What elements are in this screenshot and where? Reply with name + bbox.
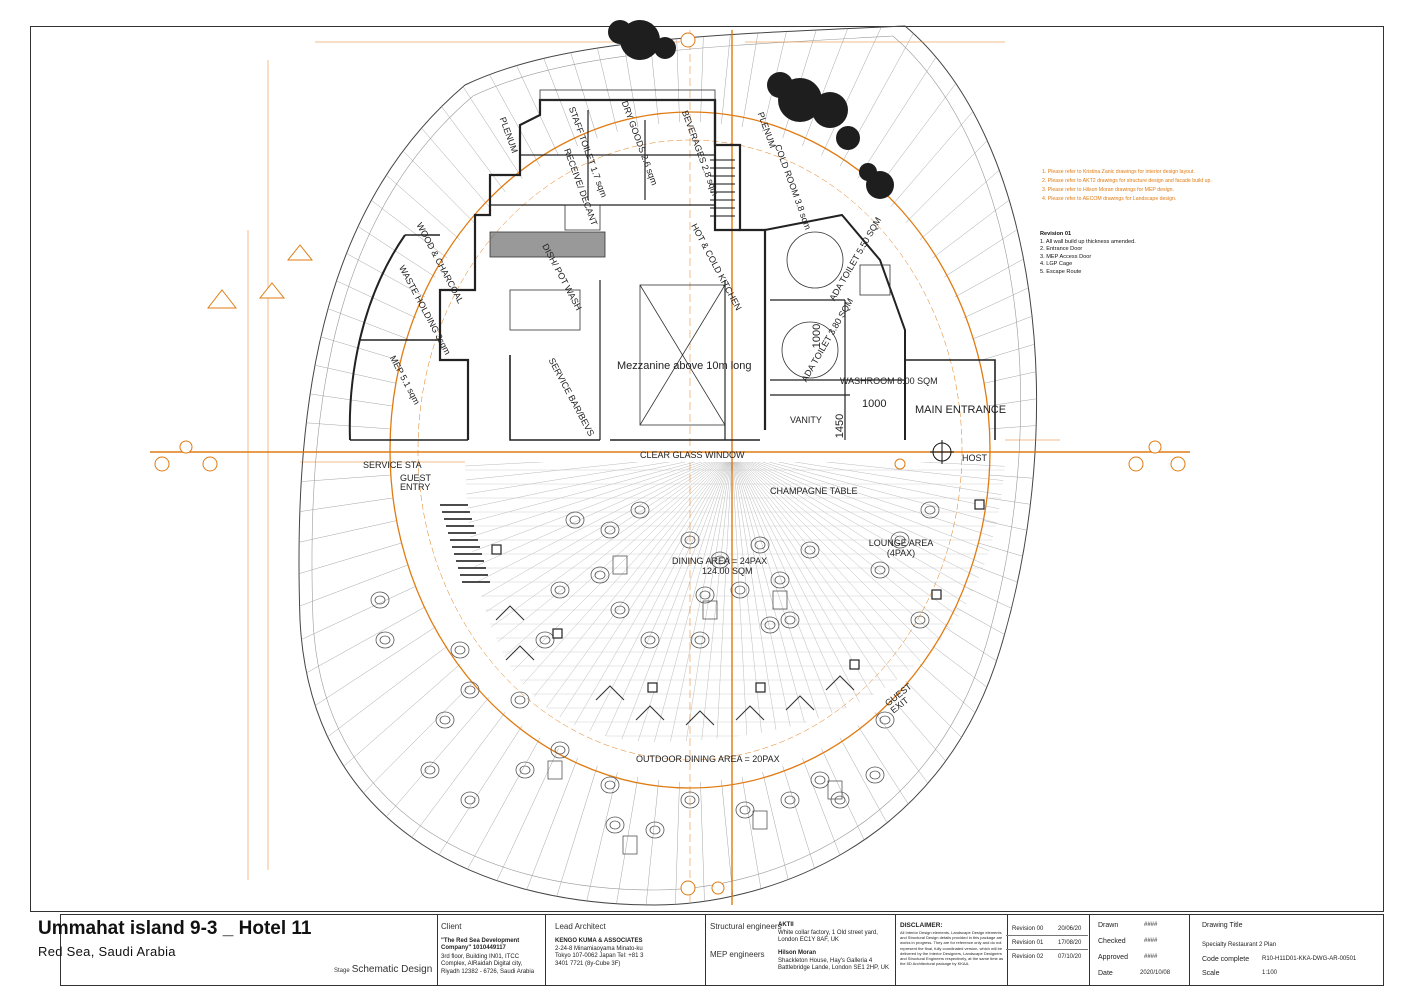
- label-dining-area: 124.00 SQM: [702, 566, 753, 576]
- label-washroom: WASHROOM 8.00 SQM: [840, 376, 938, 386]
- revision-00: Revision 00: [1012, 926, 1044, 932]
- note-1: 1. Please refer to Kristina Zanic drawin…: [1042, 169, 1195, 175]
- stair: [710, 159, 735, 217]
- code-label: Code complete: [1202, 956, 1250, 963]
- lead-architect-name: KENGO KUMA & ASSOCIATES: [555, 938, 643, 944]
- mep-label: MEP engineers: [710, 950, 765, 959]
- lead-architect-address: 2-24-8 Minamiaoyama Minato-ku Tokyo 107-…: [555, 946, 644, 967]
- dining-furniture: [370, 501, 940, 855]
- note-3: 3. Please refer to Hilson Moran drawings…: [1042, 187, 1174, 193]
- note-4: 4. Please refer to AECOM drawings for La…: [1042, 196, 1177, 202]
- revision-note-3: 3. MEP Access Door: [1040, 253, 1092, 260]
- drawn-label: Drawn: [1098, 922, 1119, 929]
- revision-00-date: 20/06/20: [1058, 926, 1082, 932]
- deck-boundary: [298, 25, 1037, 906]
- revision-note-2: 2. Entrance Door: [1040, 246, 1083, 252]
- dining-floor-hatch: [465, 462, 1005, 742]
- drawn-value: ####: [1144, 922, 1158, 928]
- revision-01-date: 17/08/20: [1058, 940, 1082, 946]
- disclaimer-text: All Interior Design elements, Landscape …: [900, 930, 1004, 967]
- grid-markers: [154, 32, 1186, 896]
- drawing-title-label: Drawing Title: [1202, 922, 1243, 929]
- stage-value: Schematic Design: [351, 964, 433, 975]
- date-value: 2020/10/08: [1140, 970, 1171, 976]
- label-main-entrance: MAIN ENTRANCE: [915, 404, 1007, 416]
- structural-address: White collar factory, 1 Old street yard,…: [778, 930, 878, 944]
- mep-name: Hilson Moran: [778, 950, 817, 956]
- building-walls: [348, 98, 996, 441]
- lead-architect-label: Lead Architect: [555, 922, 606, 931]
- project-title: Ummahat island 9-3 _ Hotel 11: [38, 918, 312, 939]
- label-vanity: VANITY: [790, 415, 822, 425]
- landscape-trees: [608, 20, 894, 199]
- dim-1000-vertical: 1000: [811, 323, 824, 349]
- columns: [491, 499, 985, 693]
- code-value: R10-H11D01-KKA-DWG-AR-00501: [1262, 956, 1357, 962]
- label-guest-entry: GUEST ENTRY: [400, 473, 431, 492]
- date-label: Date: [1098, 970, 1113, 977]
- revision-02-date: 07/10/20: [1058, 954, 1082, 960]
- revision-02: Revision 02: [1012, 954, 1044, 960]
- label-clear-glass-window: CLEAR GLASS WINDOW: [640, 450, 745, 460]
- reference-notes: 1. Please refer to Kristina Zanic drawin…: [1042, 168, 1232, 204]
- label-service-station: SERVICE STA: [363, 460, 422, 470]
- host-marker: [930, 440, 954, 464]
- scale-label: Scale: [1202, 970, 1220, 977]
- approved-value: ####: [1144, 954, 1158, 960]
- label-dining: DINING AREA = 24PAX: [672, 556, 768, 566]
- guest-entry-stair: [440, 504, 490, 583]
- checked-value: ####: [1144, 938, 1158, 944]
- dim-1000-horizontal: 1000: [862, 398, 887, 410]
- client-label: Client: [441, 922, 462, 931]
- label-lounge: LOUNGE AREA (4PAX): [868, 538, 934, 558]
- drawing-frame: [30, 26, 1384, 912]
- revision-01: Revision 01: [1012, 940, 1044, 946]
- client-address: 3rd floor, Building IN01, ITCC Complex, …: [441, 954, 535, 975]
- revision-notes-title: Revision 01: [1040, 231, 1072, 237]
- label-host: HOST: [962, 453, 988, 463]
- client-name: "The Red Sea Development Company" 101044…: [441, 938, 520, 952]
- dim-1450: 1450: [834, 413, 847, 439]
- kitchen-equipment: [489, 89, 891, 426]
- revision-note-1: 1. All wall build up thickness amended.: [1040, 238, 1136, 245]
- title-block: [60, 914, 1384, 986]
- note-2: 2. Please refer to AKT2 drawings for str…: [1042, 178, 1212, 184]
- revision-note-4: 4. LGP Cage: [1040, 261, 1073, 267]
- drawing-title: Specialty Restaurant 2 Plan: [1202, 942, 1277, 948]
- scale-value: 1:100: [1262, 970, 1278, 976]
- label-champagne-table: CHAMPAGNE TABLE: [770, 486, 858, 496]
- mep-address: Shackleton House, Hay's Galleria 4 Battl…: [778, 958, 889, 972]
- revision-notes: Revision 01 1. All wall build up thickne…: [1040, 231, 1180, 276]
- structural-label: Structural engineers: [710, 922, 782, 931]
- label-outdoor-dining: OUTDOOR DINING AREA = 20PAX: [636, 754, 780, 764]
- approved-label: Approved: [1098, 954, 1128, 961]
- project-location: Red Sea, Saudi Arabia: [38, 944, 176, 959]
- structural-name: AKTII: [778, 922, 794, 928]
- checked-label: Checked: [1098, 938, 1126, 945]
- disclaimer-title: DISCLAIMER:: [900, 922, 943, 929]
- label-mezzanine: Mezzanine above 10m long: [617, 360, 752, 372]
- revision-note-5: 5. Escape Route: [1040, 268, 1082, 275]
- stage-label: Stage: [334, 968, 350, 974]
